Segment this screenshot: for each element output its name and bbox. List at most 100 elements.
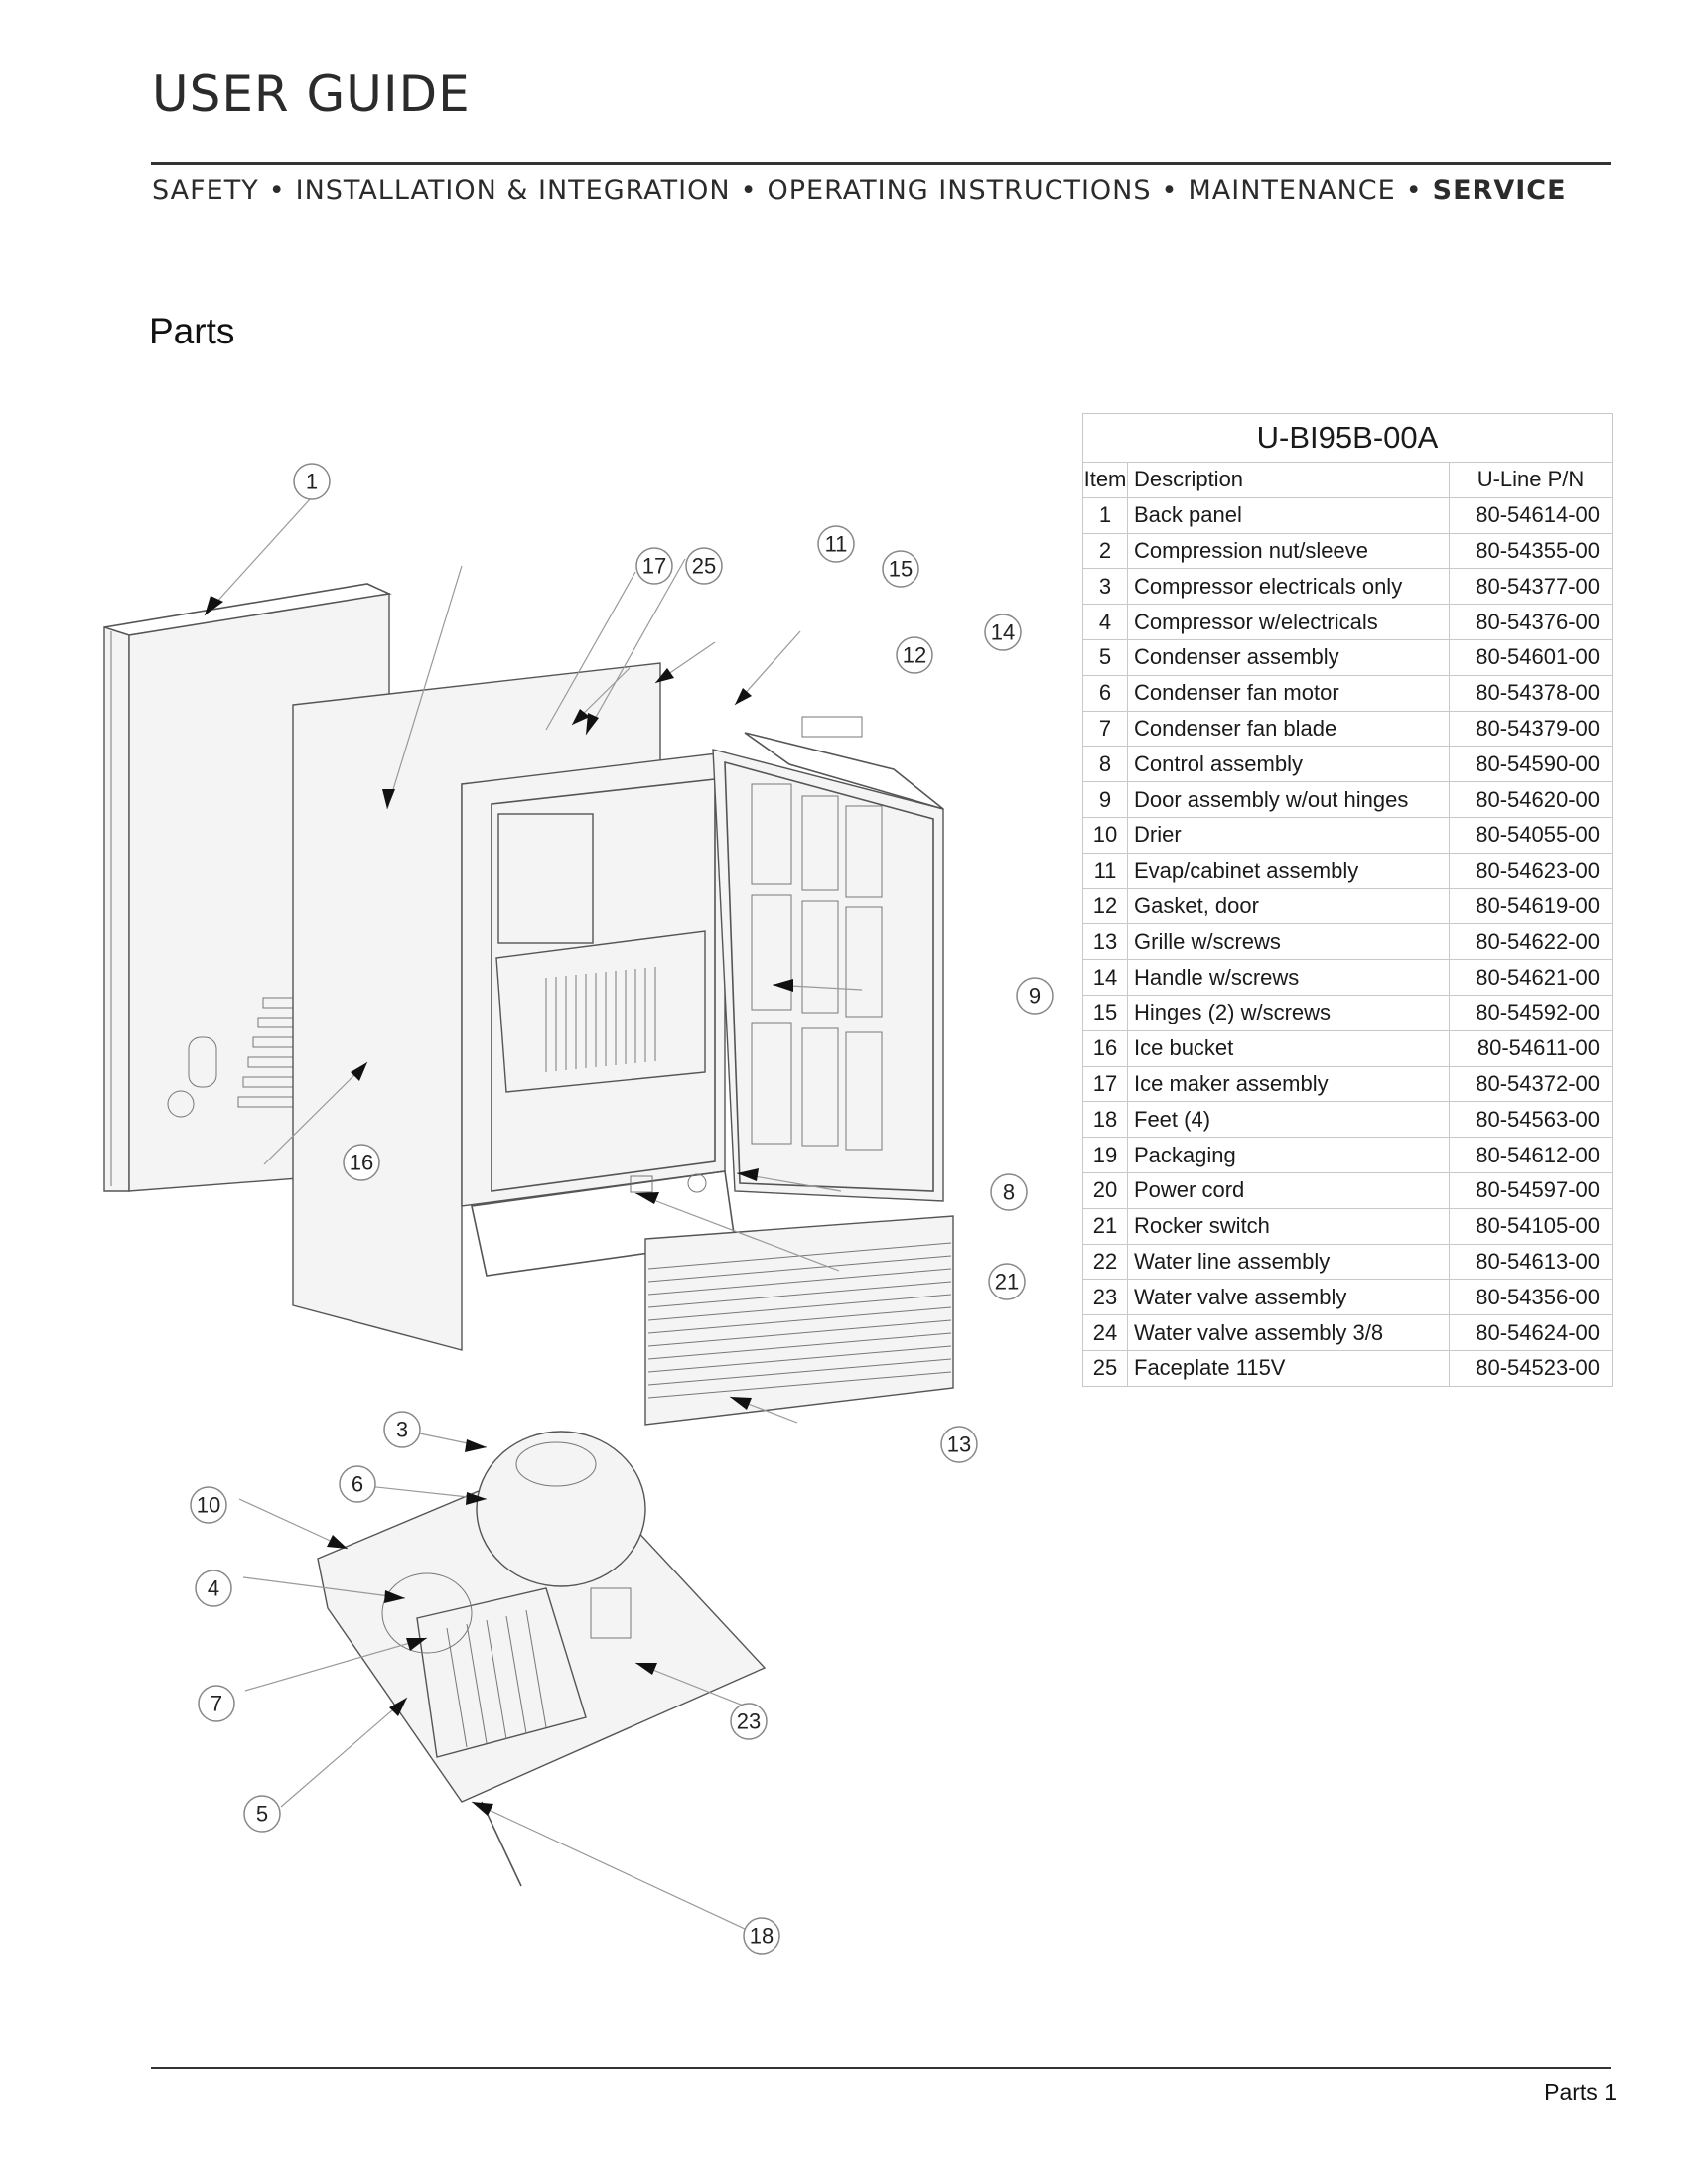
callout-1: 1 [293,463,331,500]
cell-description: Ice bucket [1127,1029,1450,1067]
callout-17: 17 [635,547,673,585]
nav-separator: • [1405,175,1423,205]
cell-part-number: 80-54379-00 [1449,710,1613,748]
cell-description: Compressor electricals only [1127,568,1450,606]
svg-text:15: 15 [889,557,913,582]
cell-item: 10 [1082,816,1128,854]
cell-part-number: 80-54601-00 [1449,638,1613,676]
cell-part-number: 80-54372-00 [1449,1065,1613,1103]
cell-description: Gasket, door [1127,887,1450,925]
nav-installation: INSTALLATION & INTEGRATION [295,175,731,205]
cell-part-number: 80-54614-00 [1449,496,1613,534]
page-label: Parts 1 [1544,2079,1617,2105]
cell-item: 12 [1082,887,1128,925]
cell-item: 9 [1082,781,1128,818]
cell-part-number: 80-54563-00 [1449,1101,1613,1139]
footer-rule [151,2067,1611,2069]
svg-text:10: 10 [197,1493,220,1518]
cell-item: 16 [1082,1029,1128,1067]
cell-part-number: 80-54590-00 [1449,746,1613,783]
cell-part-number: 80-54622-00 [1449,923,1613,961]
cell-part-number: 80-54611-00 [1449,1029,1613,1067]
svg-text:4: 4 [208,1576,219,1601]
svg-text:12: 12 [903,643,926,668]
cell-part-number: 80-54623-00 [1449,852,1613,889]
cell-item: 14 [1082,959,1128,996]
cell-part-number: 80-54378-00 [1449,674,1613,712]
cell-description: Rocker switch [1127,1207,1450,1245]
cell-item: 15 [1082,994,1128,1031]
cell-part-number: 80-54355-00 [1449,532,1613,570]
cell-part-number: 80-54619-00 [1449,887,1613,925]
cell-description: Packaging [1127,1137,1450,1173]
leader-lines [204,498,863,1937]
nav-service: SERVICE [1432,175,1567,205]
guide-title: USER GUIDE [152,66,471,123]
callout-11: 11 [817,525,855,563]
svg-text:3: 3 [396,1418,408,1442]
cell-item: 2 [1082,532,1128,570]
cell-item: 25 [1082,1349,1128,1387]
nav-safety: SAFETY [152,175,259,205]
svg-text:18: 18 [750,1924,774,1949]
callout-8: 8 [990,1173,1028,1211]
nav-separator: • [1161,175,1179,205]
nav-separator: • [268,175,286,205]
callout-12: 12 [896,636,933,674]
cell-part-number: 80-54612-00 [1449,1137,1613,1173]
cell-description: Hinges (2) w/screws [1127,994,1450,1031]
callout-14: 14 [984,614,1022,651]
svg-text:13: 13 [947,1433,971,1457]
callout-3: 3 [383,1411,421,1448]
cell-part-number: 80-54592-00 [1449,994,1613,1031]
exploded-parts-diagram: 1 17 25 11 15 12 14 9 16 8 21 13 3 6 10 … [89,437,1072,1985]
callout-9: 9 [1016,977,1054,1015]
cell-part-number: 80-54624-00 [1449,1314,1613,1351]
cell-item: 20 [1082,1171,1128,1209]
callout-16: 16 [343,1144,380,1181]
cell-description: Grille w/screws [1127,923,1450,961]
cell-item: 3 [1082,568,1128,606]
cell-part-number: 80-54055-00 [1449,816,1613,854]
callout-4: 4 [195,1570,232,1607]
svg-text:6: 6 [352,1472,363,1497]
cell-item: 7 [1082,710,1128,748]
nav-maintenance: MAINTENANCE [1188,175,1396,205]
cabinet-drawing [292,662,736,1351]
cell-description: Compressor w/electricals [1127,604,1450,640]
cell-part-number: 80-54597-00 [1449,1171,1613,1209]
column-header-description: Description [1127,462,1450,498]
column-header-item: Item [1082,462,1128,498]
callout-5: 5 [243,1795,281,1833]
cell-description: Compression nut/sleeve [1127,532,1450,570]
cell-description: Condenser assembly [1127,638,1450,676]
cell-item: 21 [1082,1207,1128,1245]
cell-part-number: 80-54621-00 [1449,959,1613,996]
model-number: U-BI95B-00A [1082,413,1613,463]
cell-description: Evap/cabinet assembly [1127,852,1450,889]
cell-description: Power cord [1127,1171,1450,1209]
section-title: Parts [149,311,235,351]
svg-text:16: 16 [350,1151,373,1175]
callout-6: 6 [339,1465,376,1503]
svg-text:21: 21 [995,1270,1019,1295]
cell-description: Condenser fan blade [1127,710,1450,748]
callout-23: 23 [730,1703,768,1740]
cell-description: Faceplate 115V [1127,1349,1450,1387]
